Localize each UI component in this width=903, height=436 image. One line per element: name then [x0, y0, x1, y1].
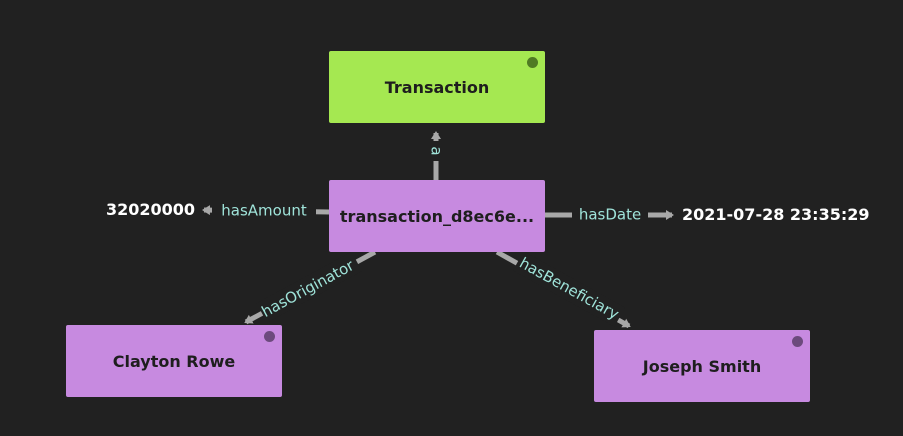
node-transaction-instance-label: transaction_d8ec6e... [339, 206, 535, 226]
literal-amount: 32020000 [106, 200, 196, 219]
node-transaction-instance[interactable]: transaction_d8ec6e... [329, 180, 545, 252]
node-status-dot [264, 331, 275, 342]
edge-a-label-bg [427, 141, 445, 161]
node-beneficiary[interactable]: Joseph Smith [594, 330, 810, 402]
edge-has-date-label-bg [572, 204, 648, 226]
edge-has-date[interactable]: hasDate [545, 204, 674, 226]
node-beneficiary-label: Joseph Smith [642, 356, 762, 376]
edge-has-date-label: hasDate [579, 206, 641, 224]
node-originator-label: Clayton Rowe [112, 351, 236, 371]
edge-a-label: a [428, 146, 446, 155]
edge-has-amount[interactable]: hasAmount [202, 200, 330, 222]
edge-has-beneficiary-label: hasBeneficiary [516, 254, 622, 324]
node-status-dot [792, 336, 803, 347]
node-originator[interactable]: Clayton Rowe [66, 325, 282, 397]
edge-has-beneficiary[interactable]: hasBeneficiary [495, 249, 631, 329]
node-transaction-class[interactable]: Transaction [329, 51, 545, 123]
node-status-dot [527, 57, 538, 68]
edge-has-originator-label-bg [256, 251, 362, 323]
literal-date: 2021-07-28 23:35:29 [682, 205, 870, 224]
edge-has-beneficiary-label-bg [512, 251, 626, 327]
edge-has-amount-label: hasAmount [221, 202, 307, 220]
edge-a[interactable]: a [427, 131, 446, 180]
edge-has-amount-label-bg [212, 200, 316, 222]
node-transaction-class-label: Transaction [384, 77, 490, 97]
edge-has-originator[interactable]: hasOriginator [244, 249, 377, 325]
edge-has-originator-label: hasOriginator [259, 256, 358, 321]
